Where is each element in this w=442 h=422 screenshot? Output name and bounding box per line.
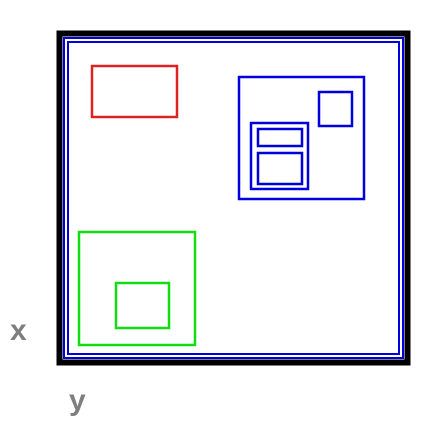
x-axis-label: x bbox=[10, 314, 27, 347]
blue-small-square bbox=[317, 90, 354, 128]
inner-border-inner bbox=[67, 41, 400, 355]
y-axis-label: y bbox=[69, 384, 86, 417]
green-box-outer bbox=[77, 230, 197, 347]
blue-stack-container bbox=[249, 121, 310, 191]
blue-group-container bbox=[237, 75, 366, 201]
red-box bbox=[90, 64, 179, 119]
blue-stack-bottom bbox=[256, 151, 304, 186]
outer-frame bbox=[56, 30, 411, 366]
inner-border-outer bbox=[63, 37, 404, 359]
blue-stack-top bbox=[256, 127, 304, 148]
green-box-inner bbox=[114, 281, 171, 330]
